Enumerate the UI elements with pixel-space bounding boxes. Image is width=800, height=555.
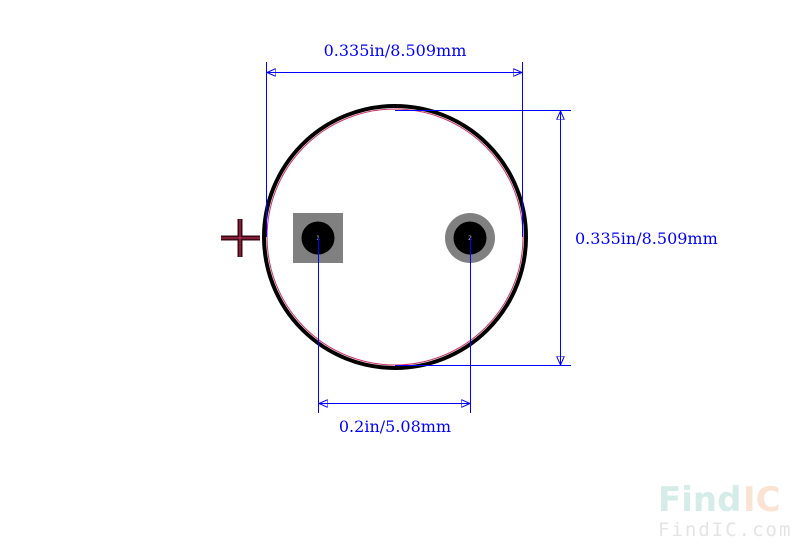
svg-text:Find: Find xyxy=(658,480,741,520)
body-outline xyxy=(262,104,528,370)
watermark-url: FindIC.com xyxy=(658,519,792,541)
polarity-plus-icon xyxy=(221,219,260,257)
width-label: 0.335in/8.509mm xyxy=(324,41,467,60)
svg-text:IC: IC xyxy=(743,480,781,520)
findic-watermark-logo: Find IC FindIC.com xyxy=(658,480,792,541)
height-label: 0.335in/8.509mm xyxy=(575,229,718,248)
pitch-label: 0.2in/5.08mm xyxy=(339,417,451,436)
